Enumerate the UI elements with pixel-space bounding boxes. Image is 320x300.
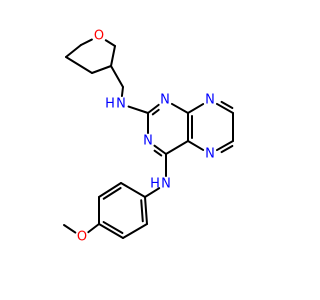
bond-c4a-c4 (165, 140, 189, 155)
bond-o_methoxy-me (63, 224, 77, 234)
atom-label-n_ring_1: N (160, 93, 170, 108)
bond-c8a-n_ring_8 (187, 103, 205, 114)
bond-n_amine_lower-p1 (144, 187, 161, 198)
atom-label-n_ring_3: N (143, 134, 153, 149)
atom-label-n_ring_8: N (205, 93, 215, 108)
bond-n_ring_1-c8a (170, 102, 189, 114)
bond-p1-p2-second (140, 199, 144, 223)
atom-label-n_amine_lower: N (161, 177, 171, 192)
bond-n_ring_5-c4a (187, 140, 205, 151)
bond-p6-p1 (120, 182, 146, 198)
bond-p4-o_methoxy (87, 223, 100, 234)
bond-c2-n_ring_1-second (151, 108, 160, 116)
bond-t4-ch2 (110, 65, 124, 88)
atom-label-h_amine_upper: H (105, 97, 115, 112)
bond-ch2-n_amine_upper (120, 86, 124, 98)
atom-label-o_thf: O (94, 29, 104, 44)
bond-t1-t2 (65, 44, 82, 58)
bond-p3-p4 (98, 223, 124, 239)
atom-label-n_ring_5: N (205, 147, 215, 162)
bond-o_thf-t3 (104, 39, 116, 47)
bond-t3-t4 (110, 45, 116, 67)
bond-p5-p6 (98, 182, 122, 198)
bond-c6-n_ring_5 (215, 140, 234, 152)
bond-lines (63, 38, 234, 239)
bond-n_ring_8-c7-second (220, 100, 234, 110)
bond-c2-n_ring_1 (147, 103, 160, 114)
bond-c4-n_ring_3 (153, 144, 167, 155)
bond-t4-t5 (91, 65, 112, 74)
bond-t5-t1 (65, 56, 93, 74)
bond-p5-p6-second (102, 186, 122, 200)
bond-p2-p3 (122, 223, 148, 239)
bond-c4-n_ring_3-second (153, 149, 163, 157)
atom-label-n_amine_upper: N (116, 97, 126, 112)
bond-t2-o_thf (80, 38, 93, 46)
bond-p3-p4-second (102, 221, 124, 235)
bond-p1-p2 (144, 196, 148, 225)
bond-n_ring_8-c7 (215, 102, 234, 114)
atom-label-h_amine_lower: H (150, 177, 160, 192)
bond-c6-n_ring_5-second (220, 144, 234, 154)
bond-n_amine_upper-c2 (127, 105, 149, 114)
atom-label-o_methoxy: O (77, 230, 87, 245)
